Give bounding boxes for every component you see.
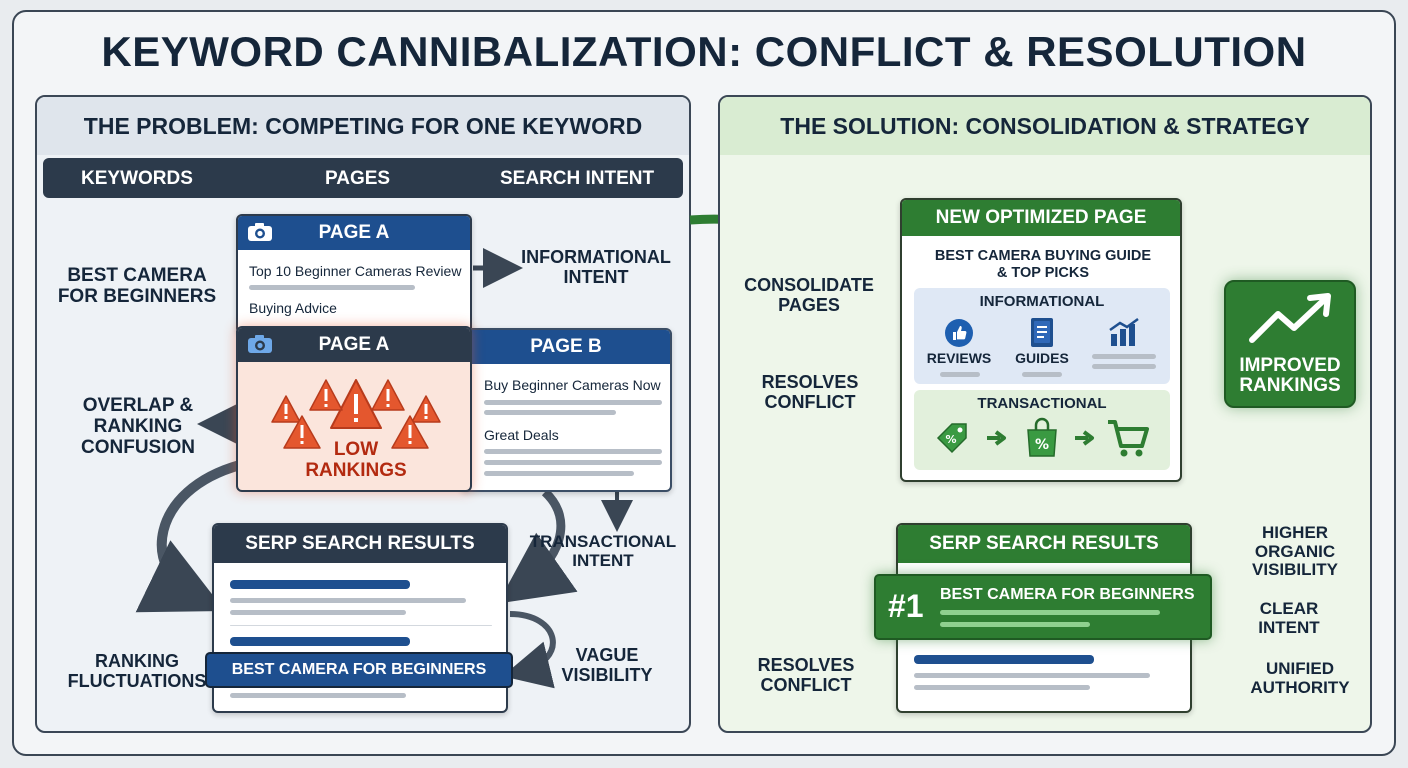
serp-right-title: SERP SEARCH RESULTS bbox=[929, 533, 1159, 554]
page-a-low-card: PAGE A LOW RANKINGS bbox=[236, 326, 472, 492]
text-placeholder bbox=[1092, 364, 1156, 369]
warning-triangles bbox=[271, 379, 441, 449]
column-search-intent: SEARCH INTENT bbox=[500, 168, 655, 189]
informational-intent-label: INFORMATIONAL INTENT bbox=[521, 247, 671, 287]
text-placeholder bbox=[249, 285, 415, 290]
overlap-label: OVERLAP & RANKING CONFUSION bbox=[81, 395, 195, 458]
vague-visibility-label: VAGUE VISIBILITY bbox=[561, 645, 653, 685]
guides-label: GUIDES bbox=[1015, 350, 1069, 366]
warning-icon bbox=[271, 395, 301, 423]
page-a-low-title: PAGE A bbox=[318, 334, 390, 355]
svg-text:%: % bbox=[945, 433, 956, 446]
serp-left-title: SERP SEARCH RESULTS bbox=[245, 533, 475, 554]
informational-box: INFORMATIONAL REVIEWS GUIDES bbox=[914, 288, 1170, 384]
rank-number: #1 bbox=[888, 588, 924, 624]
page-b-header: PAGE B bbox=[462, 330, 670, 364]
result-title-placeholder bbox=[230, 637, 410, 646]
thumbs-up-icon bbox=[945, 319, 973, 347]
serp-right-highlight-text: BEST CAMERA FOR BEGINNERS bbox=[940, 586, 1195, 603]
price-tag-icon: % bbox=[936, 423, 967, 454]
warning-icon bbox=[309, 379, 343, 411]
new-page-title: NEW OPTIMIZED PAGE bbox=[935, 207, 1147, 228]
column-keywords: KEYWORDS bbox=[81, 168, 193, 189]
text-placeholder bbox=[940, 372, 980, 377]
resolves-conflict-label-2: RESOLVES CONFLICT bbox=[757, 655, 855, 695]
warning-icon bbox=[283, 415, 321, 449]
serp-right-highlight: #1 BEST CAMERA FOR BEGINNERS bbox=[874, 574, 1212, 640]
book-icon bbox=[1031, 318, 1053, 347]
divider bbox=[230, 625, 492, 626]
new-page-subtitle: BEST CAMERA BUYING GUIDE & TOP PICKS bbox=[934, 248, 1152, 281]
page-b-line2: Great Deals bbox=[484, 427, 559, 443]
page-b-card: PAGE B Buy Beginner Cameras Now Great De… bbox=[460, 328, 672, 492]
text-placeholder bbox=[914, 685, 1090, 690]
curve-from-pageb bbox=[497, 488, 578, 604]
page-a-header: PAGE A bbox=[238, 216, 470, 250]
keyword-label: BEST CAMERA FOR BEGINNERS bbox=[57, 265, 217, 307]
column-pages: PAGES bbox=[325, 168, 391, 189]
reviews-label: REVIEWS bbox=[926, 350, 992, 366]
warning-icon bbox=[391, 415, 429, 449]
page-b-title: PAGE B bbox=[530, 336, 602, 357]
text-placeholder bbox=[940, 622, 1090, 627]
text-placeholder bbox=[484, 400, 662, 405]
arrow-right-icon bbox=[987, 430, 1006, 446]
serp-left-highlight: BEST CAMERA FOR BEGINNERS bbox=[205, 652, 513, 688]
warning-icon bbox=[371, 379, 405, 411]
resolves-conflict-label-1: RESOLVES CONFLICT bbox=[761, 372, 859, 412]
text-placeholder bbox=[230, 610, 406, 615]
solution-header: THE SOLUTION: CONSOLIDATION & STRATEGY bbox=[720, 97, 1370, 155]
serp-right-header: SERP SEARCH RESULTS bbox=[898, 525, 1190, 563]
bar-chart-icon bbox=[1109, 317, 1139, 346]
new-page-card: NEW OPTIMIZED PAGE BEST CAMERA BUYING GU… bbox=[900, 198, 1182, 482]
svg-text:%: % bbox=[1035, 437, 1049, 453]
transactional-title: TRANSACTIONAL bbox=[977, 395, 1107, 412]
text-placeholder bbox=[484, 471, 634, 476]
informational-title: INFORMATIONAL bbox=[979, 293, 1105, 310]
curve-vague bbox=[502, 611, 556, 689]
transactional-intent-label: TRANSACTIONAL INTENT bbox=[529, 532, 677, 570]
text-placeholder bbox=[940, 610, 1160, 615]
improved-rankings-label: IMPROVED RANKINGS bbox=[1239, 355, 1341, 396]
camera-icon bbox=[248, 223, 272, 241]
page-a-low-header: PAGE A bbox=[238, 328, 470, 362]
curve-to-serp-left bbox=[135, 460, 242, 613]
warning-icon bbox=[411, 395, 441, 423]
result-title-placeholder bbox=[914, 655, 1094, 664]
page-a-line1: Top 10 Beginner Cameras Review bbox=[249, 263, 462, 279]
page-b-line1: Buy Beginner Cameras Now bbox=[484, 377, 661, 393]
low-rankings-label: LOW RANKINGS bbox=[305, 439, 407, 481]
column-header-bar: KEYWORDS PAGES SEARCH INTENT bbox=[43, 158, 683, 198]
text-placeholder bbox=[230, 693, 406, 698]
transactional-box: TRANSACTIONAL % % bbox=[914, 390, 1170, 470]
problem-header: THE PROBLEM: COMPETING FOR ONE KEYWORD bbox=[37, 97, 689, 155]
text-placeholder bbox=[484, 460, 662, 465]
page-a-line2: Buying Advice bbox=[249, 300, 337, 316]
new-page-header: NEW OPTIMIZED PAGE bbox=[902, 200, 1180, 236]
arrow-right-icon bbox=[1075, 430, 1094, 446]
improved-rankings-card: IMPROVED RANKINGS bbox=[1224, 280, 1356, 408]
page-a-card: PAGE A Top 10 Beginner Cameras Review Bu… bbox=[236, 214, 472, 334]
benefit-unified-authority: UNIFIED AUTHORITY bbox=[1250, 659, 1350, 697]
text-placeholder bbox=[484, 449, 662, 454]
page-a-title: PAGE A bbox=[318, 222, 390, 243]
shopping-bag-icon: % bbox=[1027, 417, 1057, 457]
consolidate-label: CONSOLIDATE PAGES bbox=[744, 275, 874, 315]
benefit-higher-visibility: HIGHER ORGANIC VISIBILITY bbox=[1252, 523, 1338, 580]
main-title: KEYWORD CANNIBALIZATION: CONFLICT & RESO… bbox=[101, 28, 1307, 75]
text-placeholder bbox=[914, 673, 1150, 678]
benefit-clear-intent: CLEAR INTENT bbox=[1258, 599, 1320, 637]
trending-up-icon bbox=[1249, 293, 1331, 343]
warning-icon bbox=[330, 379, 382, 429]
shopping-cart-icon bbox=[1108, 420, 1149, 457]
text-placeholder bbox=[1092, 354, 1156, 359]
serp-left-header: SERP SEARCH RESULTS bbox=[214, 525, 506, 563]
text-placeholder bbox=[230, 598, 466, 603]
text-placeholder bbox=[484, 410, 616, 415]
result-title-placeholder bbox=[230, 580, 410, 589]
text-placeholder bbox=[1022, 372, 1062, 377]
fluctuations-label: RANKING FLUCTUATIONS bbox=[67, 651, 207, 691]
camera-icon bbox=[248, 335, 272, 353]
